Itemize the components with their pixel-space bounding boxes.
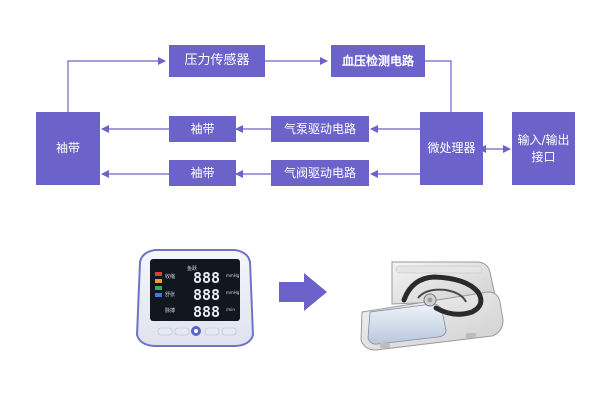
pump-driver-label: 气泵驱动电路 — [283, 121, 356, 136]
microprocessor-label: 微处理器 — [427, 141, 476, 156]
cuff-b-box: 袖带 — [169, 160, 236, 186]
io-interface-label-line2: 接口 — [531, 149, 556, 164]
cuff-b-label: 袖带 — [190, 165, 215, 180]
cuff-a-box: 袖带 — [169, 116, 236, 142]
connector-cuff-to-sensor — [67, 57, 166, 112]
valve-driver-box: 气阀驱动电路 — [271, 160, 369, 186]
valve-driver-label: 气阀驱动电路 — [283, 165, 356, 180]
cuff-main-label: 袖带 — [55, 141, 80, 156]
cuff-main-box: 袖带 — [36, 112, 100, 185]
bp-detect-circuit-box: 血压检测电路 — [331, 45, 425, 77]
microprocessor-box: 微处理器 — [420, 112, 483, 185]
pressure-sensor-box: 压力传感器 — [169, 45, 265, 77]
bp-detect-circuit-label: 血压检测电路 — [341, 53, 414, 68]
connector-bp-to-mcu — [425, 60, 452, 112]
pump-driver-box: 气泵驱动电路 — [271, 116, 369, 142]
io-interface-label-line1: 输入/输出 — [517, 133, 570, 148]
cuff-a-label: 袖带 — [190, 121, 215, 136]
pressure-sensor-label: 压力传感器 — [184, 53, 250, 69]
io-interface-box: 输入/输出 接口 — [512, 112, 575, 185]
